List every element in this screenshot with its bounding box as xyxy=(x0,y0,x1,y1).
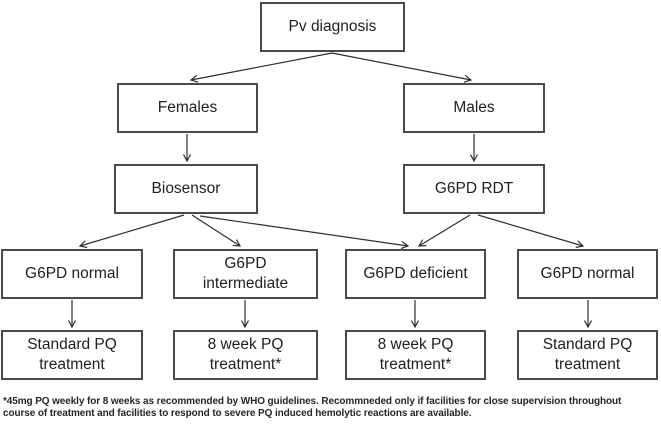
node-label: G6PD RDT xyxy=(434,179,514,197)
edge-pv-to-females xyxy=(189,52,333,83)
node-label: G6PD normal xyxy=(25,264,119,282)
node-label: Biosensor xyxy=(151,179,221,197)
edge-pv-to-males xyxy=(331,52,473,83)
node-8-week-pq-treatment-right: 8 week PQ treatment* xyxy=(345,330,486,380)
node-label: Standard PQ treatment xyxy=(542,335,633,373)
node-label: Pv diagnosis xyxy=(288,17,377,35)
footnote-line-1: *45mg PQ weekly for 8 weeks as recommend… xyxy=(3,396,622,407)
node-label: 8 week PQ treatment* xyxy=(207,335,284,373)
node-label: 8 week PQ treatment* xyxy=(377,335,454,373)
node-label: G6PD normal xyxy=(540,264,635,282)
edge-rdt-to-normal-right xyxy=(477,214,585,249)
node-g6pd-rdt: G6PD RDT xyxy=(403,164,545,214)
node-g6pd-intermediate: G6PD intermediate xyxy=(173,249,318,299)
node-label: Standard PQ treatment xyxy=(27,335,117,373)
node-label: G6PD deficient xyxy=(363,264,468,282)
node-label: Females xyxy=(157,98,218,116)
node-females: Females xyxy=(117,83,258,133)
node-males: Males xyxy=(403,83,545,133)
node-g6pd-deficient: G6PD deficient xyxy=(345,249,486,299)
edge-biosensor-to-normal-left xyxy=(78,214,185,249)
footnote-line-2: course of treatment and facilities to re… xyxy=(3,407,472,419)
node-biosensor: Biosensor xyxy=(114,164,258,214)
node-pv-diagnosis: Pv diagnosis xyxy=(260,2,405,52)
edge-biosensor-to-intermediate xyxy=(191,214,242,247)
node-standard-pq-treatment-left: Standard PQ treatment xyxy=(1,330,143,380)
node-g6pd-normal-left: G6PD normal xyxy=(1,249,143,299)
node-standard-pq-treatment-right: Standard PQ treatment xyxy=(517,330,658,380)
edge-rdt-to-deficient xyxy=(417,214,471,247)
footnote: *45mg PQ weekly for 8 weeks as recommend… xyxy=(3,396,661,419)
edge-biosensor-to-deficient xyxy=(199,215,410,250)
node-label: Males xyxy=(453,98,495,116)
node-8-week-pq-treatment-left: 8 week PQ treatment* xyxy=(173,330,318,380)
node-label: G6PD intermediate xyxy=(202,254,289,292)
node-g6pd-normal-right: G6PD normal xyxy=(517,249,658,299)
